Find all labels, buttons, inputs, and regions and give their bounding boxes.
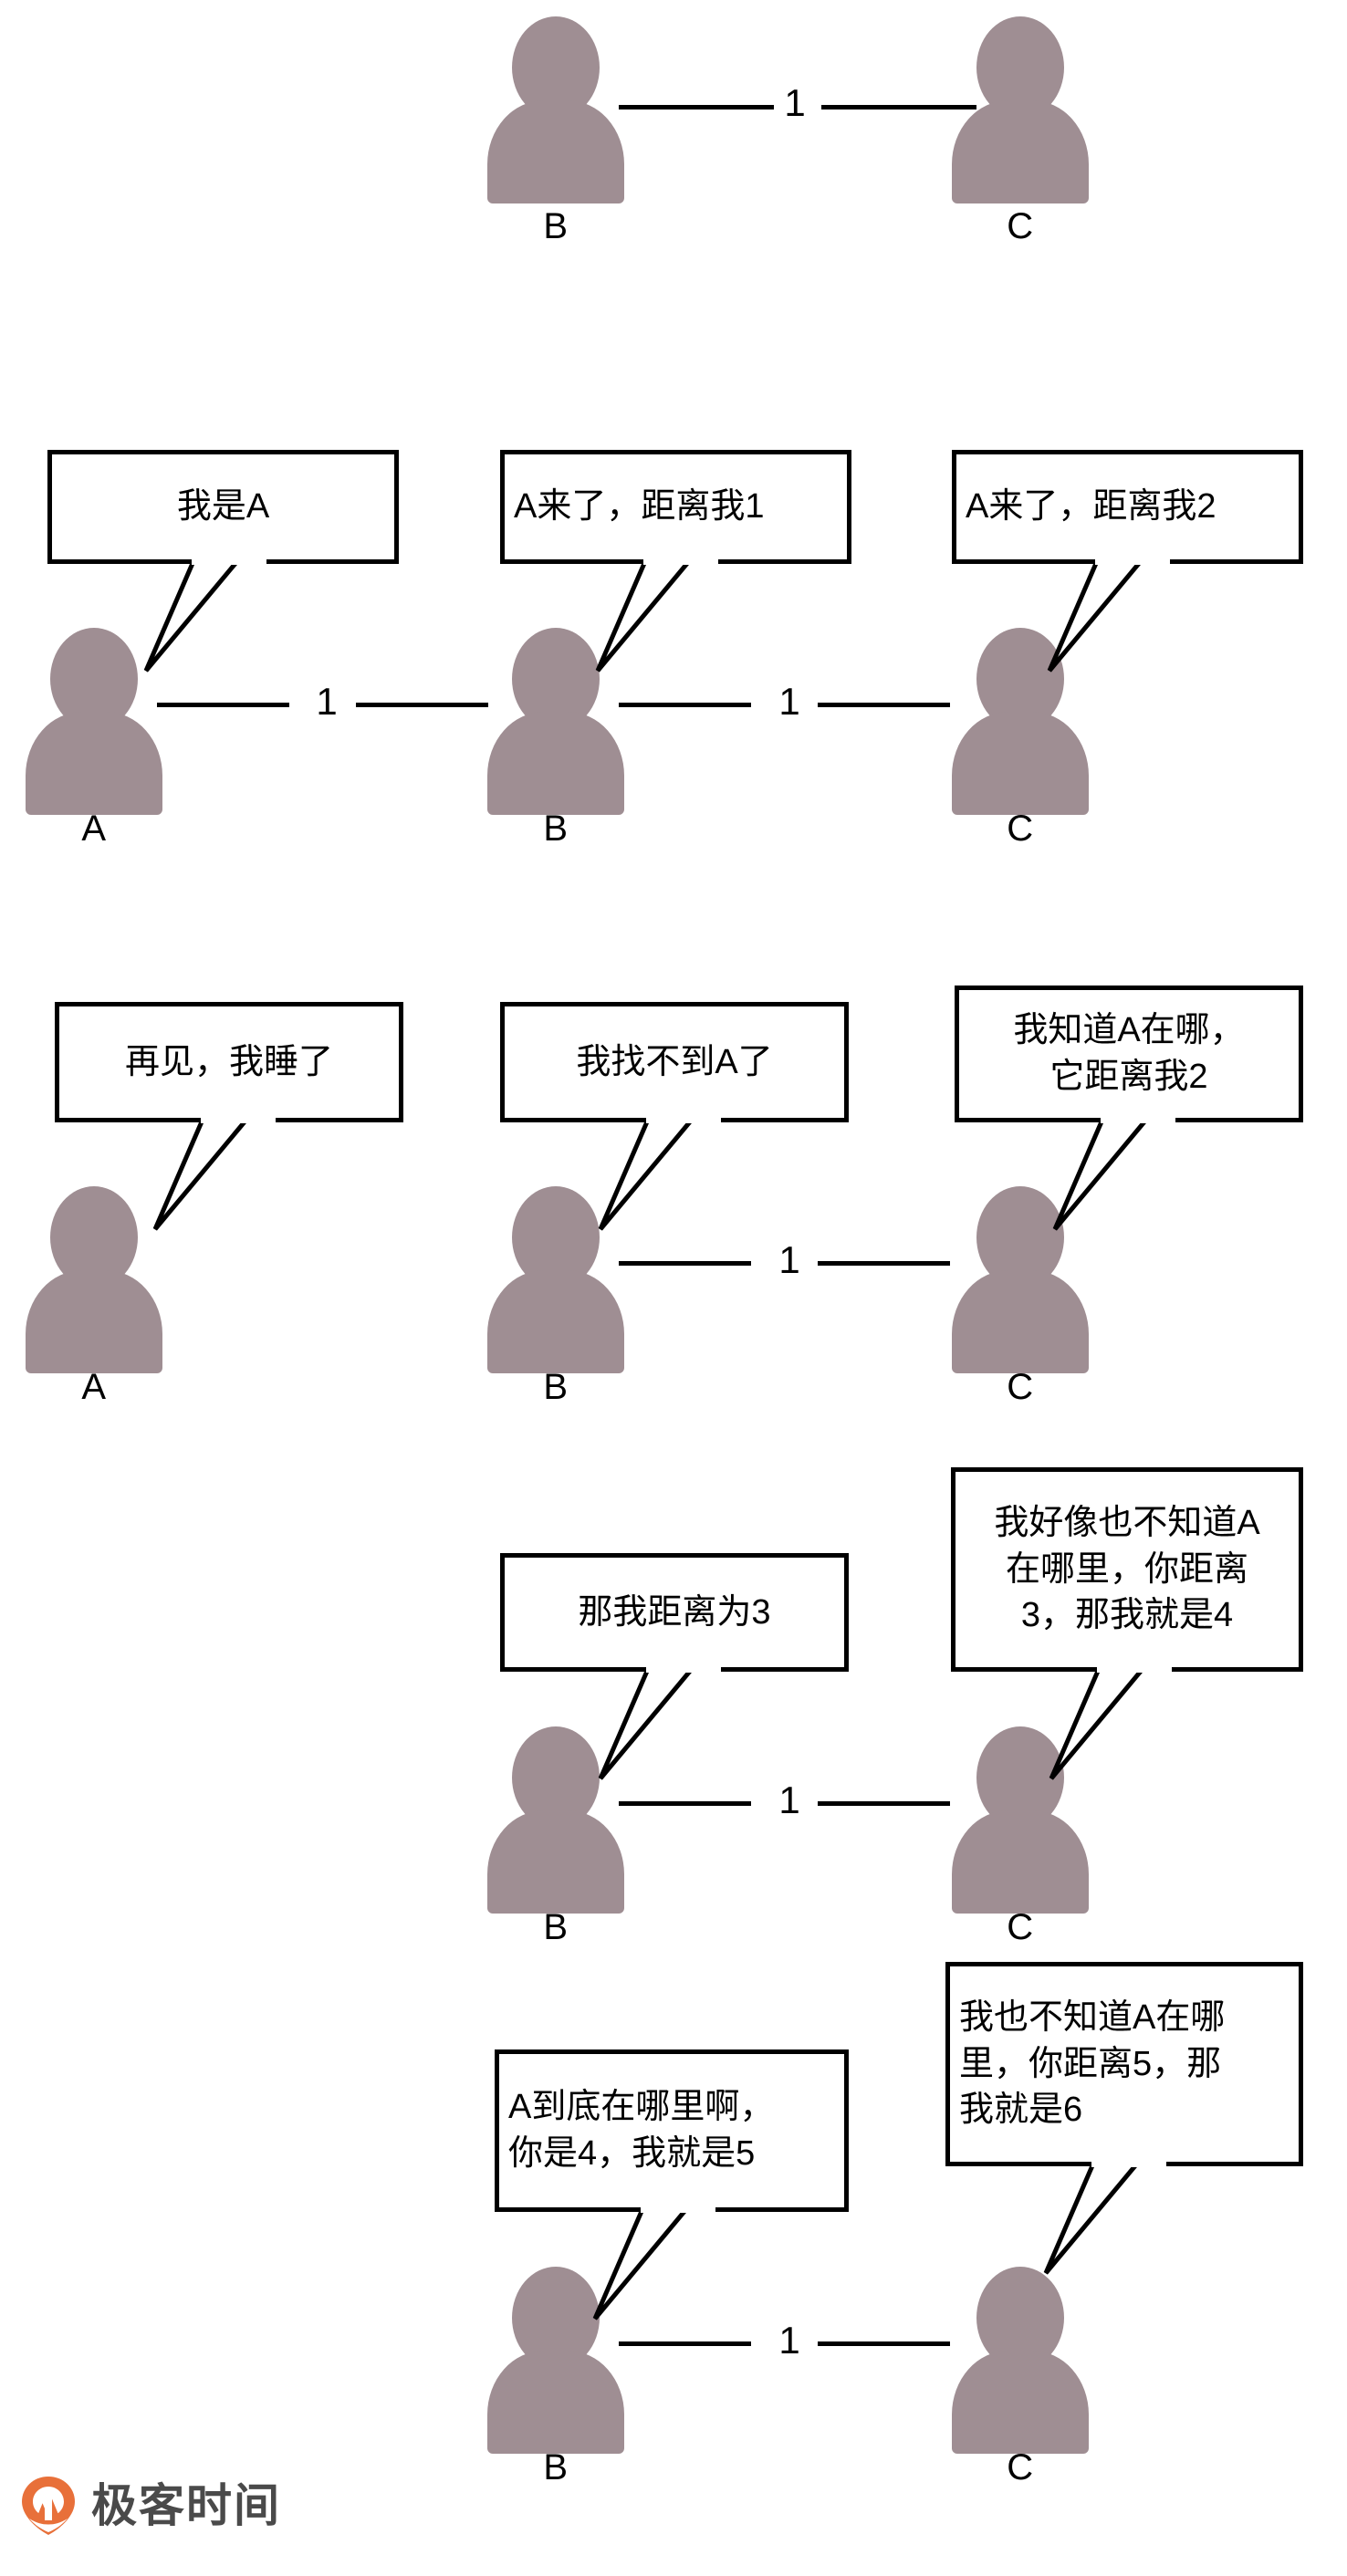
person-body-icon (952, 100, 1089, 203)
node-label-b: B (543, 2447, 569, 2487)
node-label-b: B (543, 1907, 569, 1947)
person-body-icon (487, 100, 624, 203)
person-figure-b (487, 2267, 624, 2454)
brand-name: 极客时间 (91, 2480, 281, 2531)
person-body-icon (487, 2351, 624, 2454)
link-segment-a-b-left (157, 703, 289, 707)
link-segment-b-c-right (818, 1801, 950, 1806)
speech-bubble-a: 再见，我睡了 (55, 1002, 403, 1122)
person-figure-c (952, 628, 1089, 815)
speech-bubble-b: A到底在哪里啊， 你是4，我就是5 (495, 2049, 849, 2212)
link-weight-b-c: 1 (778, 680, 800, 723)
node-label-c: C (1007, 206, 1034, 246)
speech-bubble-tail-a (152, 1114, 283, 1236)
link-segment-b-c-left (619, 1261, 751, 1266)
speech-bubble-b: A来了，距离我1 (500, 450, 851, 564)
speech-bubble-c: A来了，距离我2 (952, 450, 1303, 564)
link-segment-b-c-right (818, 703, 950, 707)
person-figure-b (487, 1186, 624, 1373)
person-figure-a (26, 628, 162, 815)
person-body-icon (487, 1810, 624, 1914)
link-segment-b-c-left (619, 703, 751, 707)
speech-bubble-a: 我是A (47, 450, 399, 564)
node-label-c: C (1007, 808, 1034, 849)
person-figure-c (952, 1726, 1089, 1914)
person-figure-c (952, 1186, 1089, 1373)
node-label-a: A (81, 808, 107, 849)
link-segment-b-c-left (619, 1801, 751, 1806)
link-segment-b-c-left (619, 2341, 751, 2346)
link-weight-b-c: 1 (778, 1238, 800, 1281)
person-figure-c (952, 2267, 1089, 2454)
link-segment-b-c-right (818, 1261, 950, 1266)
person-figure-b (487, 1726, 624, 1914)
person-body-icon (487, 1270, 624, 1373)
person-body-icon (952, 1810, 1089, 1914)
speech-bubble-c: 我也不知道A在哪 里，你距离5，那 我就是6 (945, 1962, 1303, 2166)
person-figure-a (26, 1186, 162, 1373)
person-body-icon (952, 1270, 1089, 1373)
link-segment-b-c-right (818, 2341, 950, 2346)
footer-brand-logo: 极客时间 (20, 2475, 281, 2537)
speech-bubble-tail-a (143, 556, 274, 678)
person-body-icon (952, 712, 1089, 815)
link-weight-b-c: 1 (778, 1778, 800, 1821)
node-label-c: C (1007, 1907, 1034, 1947)
speech-bubble-c: 我好像也不知道A 在哪里，你距离 3，那我就是4 (951, 1467, 1303, 1672)
node-label-b: B (543, 1367, 569, 1407)
node-label-c: C (1007, 2447, 1034, 2487)
link-weight-b-c: 1 (784, 81, 806, 124)
speech-bubble-b: 那我距离为3 (500, 1553, 849, 1672)
link-segment-b-c-left (619, 105, 774, 110)
person-body-icon (26, 1270, 162, 1373)
node-label-b: B (543, 206, 569, 246)
person-figure-b (487, 628, 624, 815)
speech-bubble-b: 我找不到A了 (500, 1002, 849, 1122)
node-label-c: C (1007, 1367, 1034, 1407)
speech-bubble-tail-c (1043, 2158, 1174, 2280)
node-label-a: A (81, 1367, 107, 1407)
speech-bubble-c: 我知道A在哪， 它距离我2 (955, 986, 1303, 1122)
person-figure-c (952, 16, 1089, 203)
person-body-icon (952, 2351, 1089, 2454)
person-body-icon (487, 712, 624, 815)
link-segment-a-b-right (356, 703, 488, 707)
link-segment-b-c-right (821, 105, 976, 110)
location-pin-icon (20, 2475, 77, 2537)
link-weight-b-c: 1 (778, 2319, 800, 2362)
link-weight-a-b: 1 (316, 680, 338, 723)
person-figure-b (487, 16, 624, 203)
node-label-b: B (543, 808, 569, 849)
person-body-icon (26, 712, 162, 815)
